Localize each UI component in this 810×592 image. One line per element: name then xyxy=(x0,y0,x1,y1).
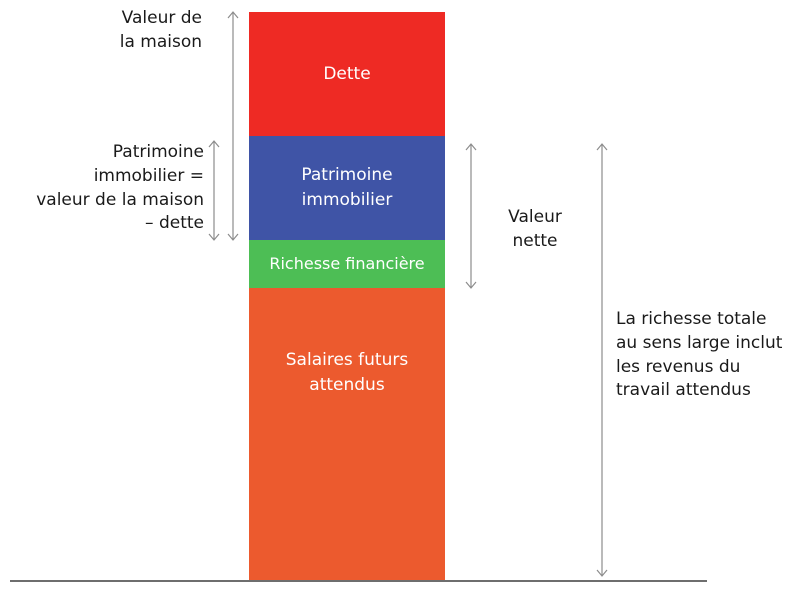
bar-segment-salaires-futurs: Salaires futurs attendus xyxy=(249,288,445,581)
richesse-totale-arrow xyxy=(596,143,608,577)
richesse-totale-label: La richesse totale au sens large inclut … xyxy=(616,309,783,401)
bar-segment-richesse-financiere-label: Richesse financière xyxy=(269,254,425,274)
bar-segment-salaires-futurs-label: Salaires futurs attendus xyxy=(285,350,409,395)
patrimoine-arrow xyxy=(208,140,220,241)
patrimoine-immobilier-label: Patrimoine immobilier = valeur de la mai… xyxy=(36,142,204,234)
bar-segment-dette: Dette xyxy=(249,12,445,136)
valeur-maison-arrow xyxy=(227,11,239,241)
bar-segment-patrimoine-immobilier: Patrimoine immobilier xyxy=(249,136,445,240)
valeur-nette-arrow xyxy=(465,143,477,289)
bar-segment-patrimoine-immobilier-label: Patrimoine immobilier xyxy=(301,165,393,210)
bar-segment-dette-label: Dette xyxy=(323,63,371,84)
valeur-nette-label: Valeur nette xyxy=(508,207,562,251)
valeur-maison-label: Valeur de la maison xyxy=(119,8,202,52)
bar-segment-richesse-financiere: Richesse financière xyxy=(249,240,445,288)
baseline xyxy=(10,580,707,582)
